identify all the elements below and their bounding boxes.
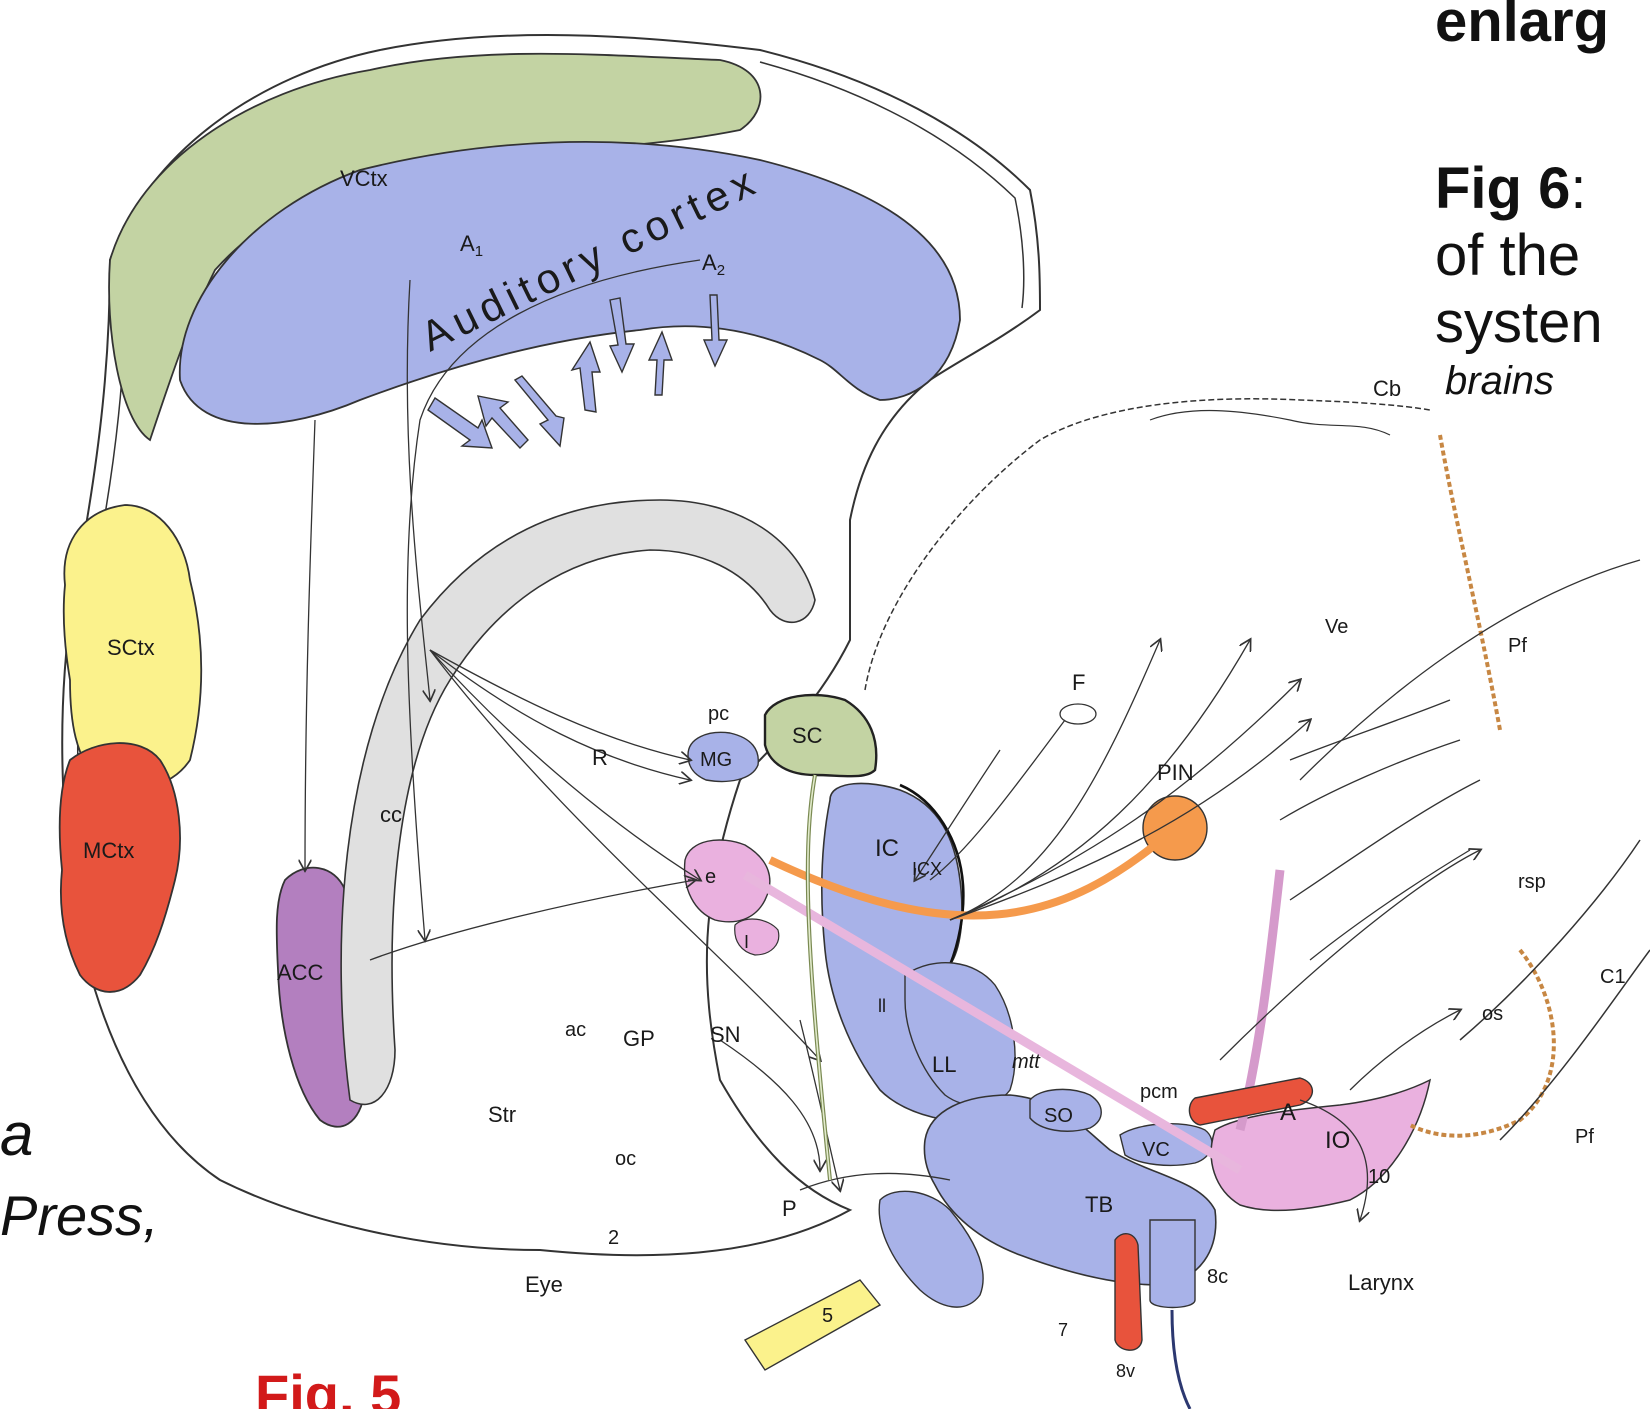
- label-i: I: [744, 932, 749, 952]
- label-pc: pc: [708, 703, 729, 725]
- label-gp: GP: [623, 1026, 655, 1051]
- label-pf-bottom: Pf: [1575, 1126, 1594, 1148]
- label-c1: C1: [1600, 966, 1626, 988]
- caption-line3: systen: [1435, 289, 1603, 356]
- label-ac: ac: [565, 1019, 586, 1041]
- label-mtt: mtt: [1012, 1051, 1041, 1073]
- label-a-red: A: [1280, 1099, 1296, 1126]
- label-io: IO: [1325, 1127, 1350, 1154]
- caption-fig6-colon: :: [1570, 156, 1586, 221]
- caption-fig6: Fig 6:: [1435, 155, 1586, 222]
- label-ve: Ve: [1325, 616, 1348, 638]
- label-p: P: [782, 1196, 797, 1221]
- label-icx: ICX: [912, 859, 942, 879]
- label-pcm: pcm: [1140, 1081, 1178, 1103]
- i-region: [735, 919, 779, 955]
- caption-line2: of the: [1435, 222, 1580, 289]
- caption-left-a: a: [0, 1100, 33, 1169]
- caption-enlarg: enlarg: [1435, 0, 1609, 55]
- label-os: os: [1482, 1003, 1503, 1025]
- caption-fig5: Fig. 5: [255, 1362, 401, 1409]
- label-mctx: MCtx: [83, 838, 134, 863]
- label-7: 7: [1058, 1320, 1068, 1340]
- label-cb: Cb: [1373, 376, 1401, 401]
- label-ic: IC: [875, 835, 899, 862]
- f-region: [1060, 704, 1096, 724]
- label-ll: LL: [932, 1052, 956, 1077]
- label-acc: ACC: [277, 960, 324, 985]
- label-10: 10: [1368, 1166, 1390, 1188]
- label-f: F: [1072, 670, 1085, 695]
- nerve-5: [745, 1280, 880, 1370]
- label-tb: TB: [1085, 1192, 1113, 1217]
- nerve-7: [1115, 1234, 1142, 1350]
- label-pin: PIN: [1157, 760, 1194, 785]
- label-vctx: VCtx: [340, 166, 388, 191]
- label-str: Str: [488, 1102, 516, 1127]
- label-r: R: [592, 745, 608, 770]
- label-8c: 8c: [1207, 1266, 1228, 1288]
- label-2: 2: [608, 1227, 619, 1249]
- label-sn: SN: [710, 1022, 741, 1047]
- label-pf-top: Pf: [1508, 635, 1527, 657]
- label-8v: 8v: [1116, 1361, 1135, 1381]
- label-sc: SC: [792, 723, 823, 748]
- label-vc: VC: [1142, 1139, 1170, 1161]
- label-eye: Eye: [525, 1272, 563, 1297]
- label-sctx: SCtx: [107, 635, 155, 660]
- label-rsp: rsp: [1518, 871, 1546, 893]
- caption-left-press: Press,: [0, 1183, 159, 1248]
- label-cc: cc: [380, 802, 402, 827]
- label-so: SO: [1044, 1105, 1073, 1127]
- label-oc: oc: [615, 1148, 636, 1170]
- label-e: e: [705, 866, 716, 888]
- caption-line4: brains: [1445, 359, 1554, 404]
- label-5: 5: [822, 1305, 833, 1327]
- label-mg: MG: [700, 749, 732, 771]
- nerve-8c: [1150, 1220, 1195, 1308]
- label-larynx: Larynx: [1348, 1270, 1414, 1295]
- caption-fig6-label: Fig 6: [1435, 156, 1570, 221]
- label-ll-small: ll: [878, 996, 886, 1016]
- cerebellum-outline: [865, 399, 1430, 690]
